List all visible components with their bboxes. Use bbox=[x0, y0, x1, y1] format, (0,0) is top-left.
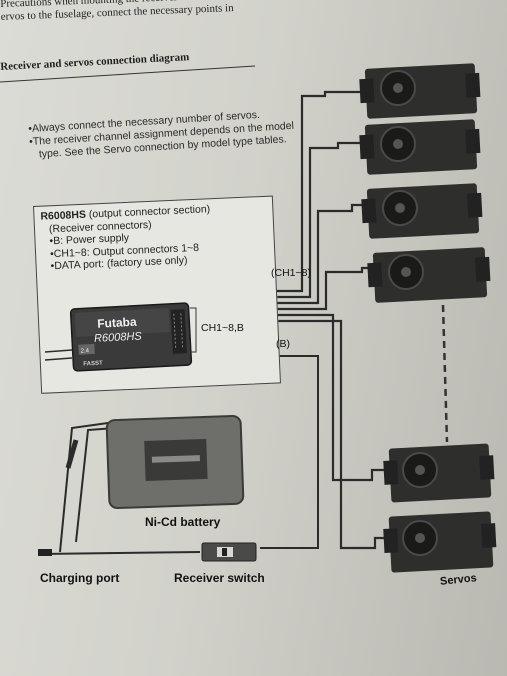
servos bbox=[359, 63, 497, 573]
label-receiver-switch: Receiver switch bbox=[174, 571, 265, 585]
label-battery: Ni-Cd battery bbox=[145, 515, 221, 529]
wire-ch6 bbox=[270, 319, 395, 550]
wire-ch5 bbox=[270, 313, 395, 482]
battery-plug bbox=[65, 439, 79, 469]
label-charging-port: Charging port bbox=[40, 571, 120, 585]
wire-ch2 bbox=[270, 141, 375, 299]
servo-1 bbox=[359, 63, 481, 119]
wire-ch3 bbox=[270, 203, 372, 305]
servo-2 bbox=[359, 119, 481, 175]
wire-ch1 bbox=[270, 90, 375, 293]
servo-6 bbox=[383, 511, 497, 573]
receiver-brand: Futaba bbox=[97, 315, 137, 331]
battery-label-stripe bbox=[151, 455, 200, 463]
servo-3 bbox=[361, 183, 483, 239]
receiver-badge: 2.4 bbox=[81, 348, 90, 354]
receiver-fasst: FASST bbox=[83, 361, 103, 368]
charging-port-connector bbox=[38, 549, 52, 556]
switch-knob bbox=[222, 548, 227, 556]
receiver: Futaba R6008HS 2.4 FASST bbox=[69, 302, 193, 372]
label-ch18-wires: (CH1~8) bbox=[271, 267, 311, 279]
wire-ch4 bbox=[270, 266, 380, 311]
battery-lead-1 bbox=[59, 421, 116, 553]
servo-wires bbox=[270, 90, 395, 550]
label-ch18-bracket: CH1~8,B bbox=[201, 322, 244, 334]
title-underline bbox=[0, 65, 256, 83]
servo-4 bbox=[367, 247, 491, 303]
charging-wire bbox=[39, 551, 201, 555]
label-b-wire: (B) bbox=[276, 338, 290, 350]
receiver-model: R6008HS bbox=[94, 330, 143, 345]
servo-continuation-dashes bbox=[441, 304, 449, 443]
b-wire bbox=[260, 355, 319, 549]
servo-5 bbox=[383, 443, 495, 503]
